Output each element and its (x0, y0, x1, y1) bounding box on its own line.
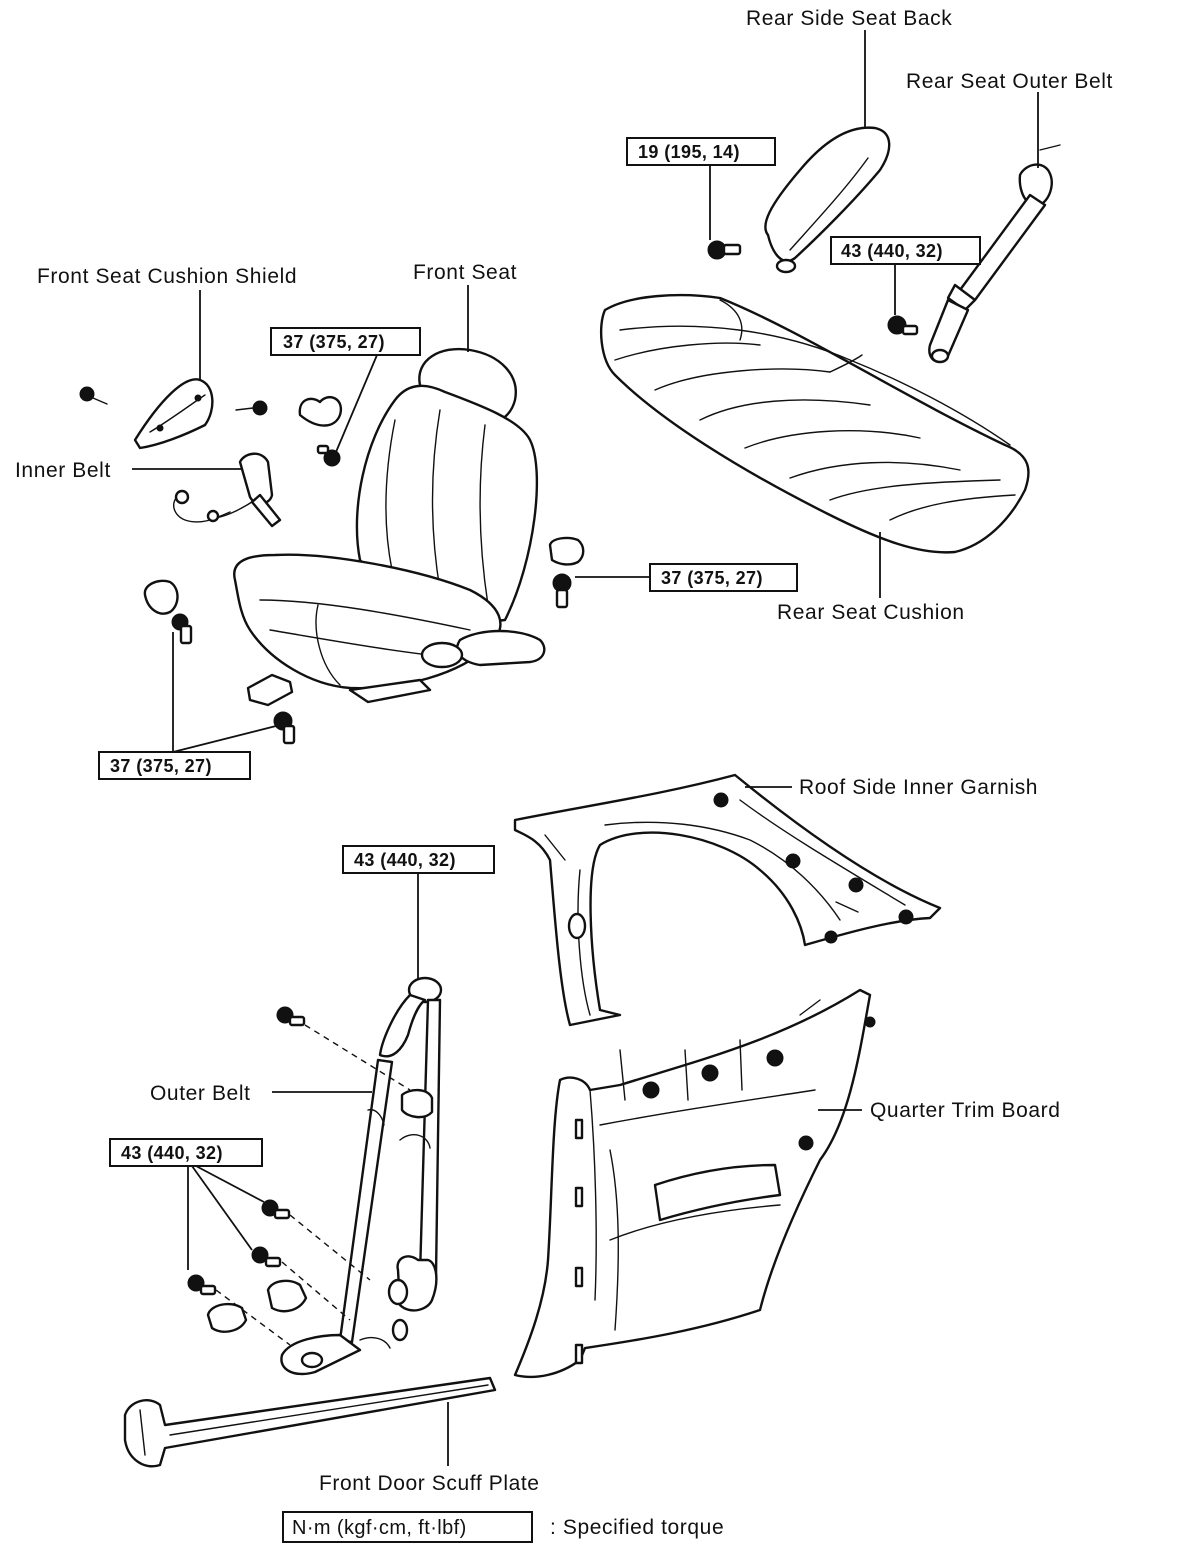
dash-outer-belt-upper (304, 1024, 411, 1091)
outer-belt-lower-bolt-3-icon (187, 1274, 217, 1296)
torque-box-front-seat-left (98, 751, 251, 780)
leader-outer-belt-lower-c (195, 1165, 265, 1203)
label-front-door-scuff-plate: Front Door Scuff Plate (319, 1472, 540, 1495)
rear-seat-back-bolt-icon (707, 240, 742, 260)
torque-box-front-seat-right (649, 563, 798, 592)
label-rear-side-seat-back: Rear Side Seat Back (746, 7, 952, 30)
label-front-seat-cushion-shield: Front Seat Cushion Shield (37, 265, 297, 288)
rear-outer-belt-bolt-icon (887, 315, 919, 336)
front-seat-clip-part (298, 396, 343, 427)
front-seat-left-cover-part (143, 579, 179, 615)
label-front-seat: Front Seat (413, 261, 517, 284)
front-seat-left-cover-lower-part (246, 673, 294, 707)
outer-belt-upper-bolt-icon (276, 1006, 306, 1027)
leader-front-seat-left-b (172, 725, 277, 753)
dash-lower-3 (215, 1289, 291, 1346)
torque-box-rear-outer-belt (830, 236, 981, 265)
legend-description: : Specified torque (550, 1516, 724, 1539)
torque-front-seat-left: 37 (375, 27) (110, 756, 212, 776)
torque-box-outer-belt-lower (109, 1138, 263, 1167)
torque-outer-belt-lower: 43 (440, 32) (121, 1143, 223, 1163)
label-quarter-trim-board: Quarter Trim Board (870, 1099, 1061, 1122)
front-seat-part (233, 347, 546, 704)
torque-front-seat-right: 37 (375, 27) (661, 568, 763, 588)
torque-box-rear-seat-back (626, 137, 776, 166)
rear-seat-outer-belt-part (928, 144, 1061, 364)
leader-outer-belt-lower-b (191, 1165, 253, 1251)
front-seat-cushion-shield-part (133, 378, 214, 450)
front-seat-right-bracket-part (548, 536, 585, 566)
torque-rear-outer-belt: 43 (440, 32) (841, 241, 943, 261)
front-seat-top-bolt-icon (316, 444, 341, 467)
quarter-trim-board-part (513, 988, 876, 1379)
torque-front-seat-top: 37 (375, 27) (283, 332, 385, 352)
outer-belt-anchor-plate-2-part (206, 1302, 248, 1333)
label-rear-seat-cushion: Rear Seat Cushion (777, 601, 965, 624)
label-inner-belt: Inner Belt (15, 459, 111, 482)
torque-rear-seat-back: 19 (195, 14) (638, 142, 740, 162)
outer-belt-lower-bolt-2-icon (251, 1246, 282, 1268)
rear-side-seat-back-part (764, 126, 891, 274)
front-seat-left-bolt-upper-icon (171, 613, 193, 645)
shield-screw-left-icon (79, 386, 108, 405)
inner-belt-part (173, 452, 282, 528)
shield-screw-right-icon (235, 400, 268, 416)
label-roof-side-inner-garnish: Roof Side Inner Garnish (799, 776, 1038, 799)
label-rear-seat-outer-belt: Rear Seat Outer Belt (906, 70, 1113, 93)
outer-belt-anchor-plate-1-part (266, 1279, 308, 1313)
roof-side-inner-garnish-part (513, 773, 942, 1027)
outer-belt-lower-bolt-1-icon (261, 1199, 291, 1220)
front-seat-right-bolt-icon (552, 573, 572, 609)
dash-lower-2 (281, 1261, 351, 1321)
front-door-scuff-plate-part (123, 1376, 497, 1468)
outer-belt-part (280, 976, 443, 1376)
torque-outer-belt-top: 43 (440, 32) (354, 850, 456, 870)
leader-front-seat-top-bolt (335, 354, 378, 453)
rear-seat-cushion-part (599, 293, 1030, 554)
torque-box-outer-belt-top (342, 845, 495, 874)
torque-box-front-seat-top (270, 327, 421, 356)
front-seat-left-bolt-lower-icon (273, 711, 296, 745)
legend-units: N·m (kgf·cm, ft·lbf) (292, 1517, 467, 1539)
legend-units-box (282, 1511, 533, 1543)
label-outer-belt: Outer Belt (150, 1082, 251, 1105)
